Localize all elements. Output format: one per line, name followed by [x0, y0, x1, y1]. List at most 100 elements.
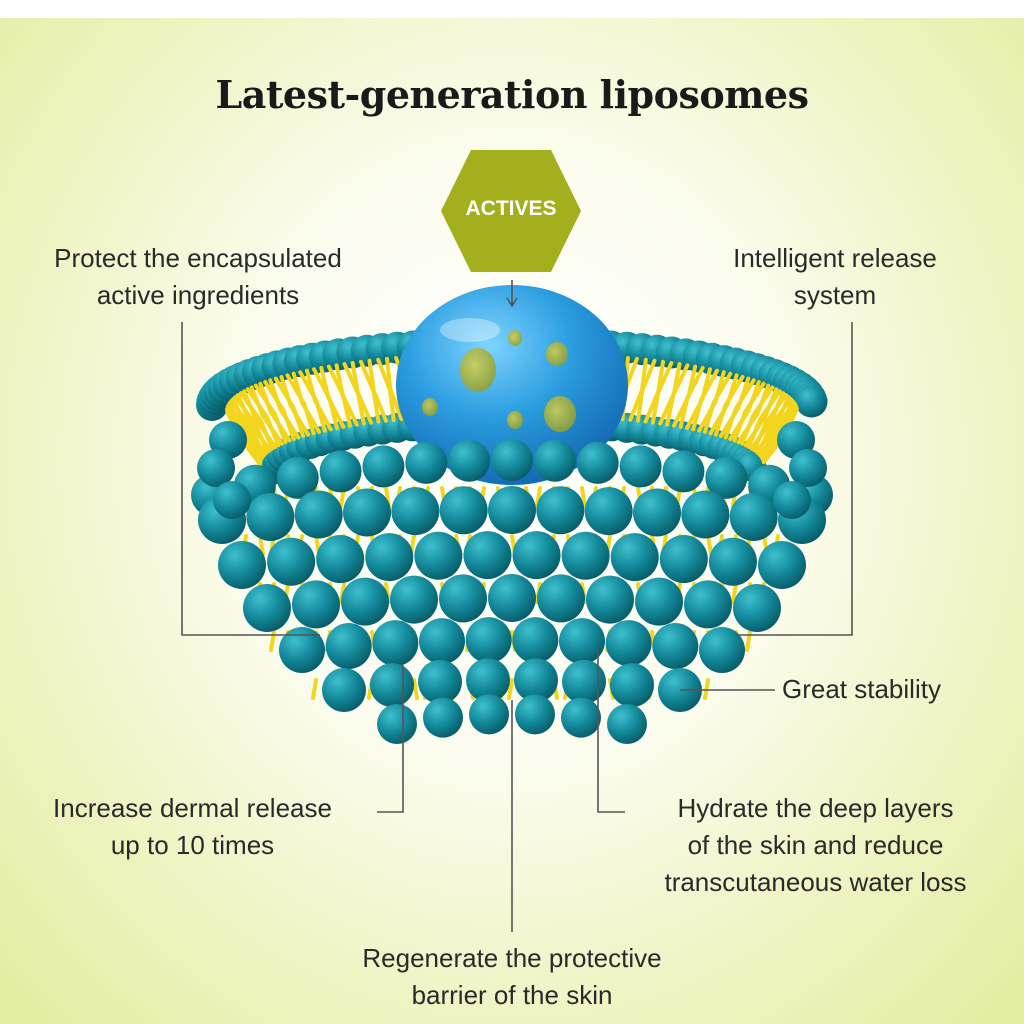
lipid-tail [249, 385, 265, 418]
top-bar [0, 0, 1024, 18]
page-title: Latest-generation liposomes [215, 72, 809, 117]
lipid-head [292, 580, 340, 629]
lipid-tail [385, 356, 393, 391]
lipid-head [607, 704, 647, 744]
lipid-tail [758, 389, 782, 422]
lipid-head [419, 618, 465, 665]
lipid-head [681, 490, 730, 539]
lipid-head [610, 663, 654, 708]
lipid-tail [768, 396, 793, 429]
lipid-head [491, 439, 533, 481]
lipid-tail [752, 420, 769, 453]
lipid-tail [711, 371, 733, 405]
lipid-tail [253, 417, 278, 449]
lipid-head [439, 486, 488, 535]
lipid-head [267, 537, 316, 586]
lipid-tail [764, 393, 788, 425]
lipid-tail [773, 404, 799, 436]
callout-hydrate-line1: Hydrate the deep layers [677, 793, 954, 823]
lipid-tail [771, 400, 797, 432]
lipid-tail [340, 392, 359, 427]
lipid-tail [743, 381, 766, 415]
lipid-tail [247, 420, 272, 453]
actives-label: ACTIVES [465, 197, 557, 220]
callout-release-line2: system [793, 280, 877, 310]
lipid-tail [304, 368, 317, 402]
lipid-head [197, 449, 235, 487]
lipid-tail [650, 390, 661, 425]
lipid-tail [699, 368, 720, 402]
lipid-tail [685, 365, 705, 400]
lipid-head [789, 449, 827, 487]
lipid-head [537, 574, 585, 623]
lipid-head [469, 694, 509, 735]
lipid-tail [656, 360, 674, 395]
lipid-head [488, 574, 536, 622]
lipid-tail [291, 371, 305, 405]
lipid-head [561, 697, 601, 738]
callout-protect-line2: active ingredients [96, 280, 300, 310]
lipid-head [246, 492, 295, 541]
lipid-head [512, 531, 561, 580]
lipid-head [325, 623, 372, 670]
lipid-tail [326, 395, 346, 429]
lipid-tail [713, 403, 728, 437]
lipid-head [515, 694, 555, 735]
lipid-head [795, 385, 828, 418]
lipid-head [391, 487, 440, 536]
lipid-head [708, 537, 757, 586]
lipid-head [705, 456, 748, 499]
lipid-head [586, 575, 634, 624]
lipid-tail [268, 378, 283, 411]
callout-protect-line1: Protect the encapsulated [54, 243, 342, 273]
lipid-tail [236, 393, 252, 425]
lipid-tail [319, 365, 331, 400]
lipid-head [372, 620, 419, 667]
lipid-tail [507, 678, 514, 700]
lipid-tail [691, 397, 704, 432]
lipid-head [463, 531, 512, 580]
callout-hydrate: Hydrate the deep layers of the skin and … [628, 790, 1003, 901]
lipid-tail [388, 386, 404, 422]
lipid-head [562, 659, 606, 704]
arrow-actives [506, 297, 518, 308]
lipid-head [635, 577, 683, 626]
line-release [735, 322, 853, 636]
lipid-tail [732, 410, 748, 443]
lipid-tail [636, 388, 645, 423]
lipid-head [512, 617, 559, 664]
lipid-head [773, 481, 811, 519]
lipid-head [619, 445, 662, 488]
lipid-tail [355, 390, 374, 425]
lipid-head [576, 441, 619, 484]
lipid-tail [759, 427, 776, 460]
lipid-head [243, 584, 291, 632]
lipid-head [559, 618, 605, 665]
lipid-head [466, 658, 510, 703]
lipid-tail [703, 678, 710, 700]
lipid-tail [756, 424, 773, 456]
lipid-head [514, 658, 558, 703]
lipid-head [561, 531, 610, 580]
lipid-tail [412, 678, 419, 700]
lipid-head [213, 481, 251, 519]
lipid-tail [231, 396, 248, 429]
lipid-head [699, 627, 745, 673]
lipid-tail [312, 397, 333, 432]
lipid-tail [640, 358, 657, 393]
lipid-tail [678, 395, 690, 429]
lipid-head [341, 577, 389, 626]
lipid-head [633, 488, 681, 537]
callout-stability: Great stability [782, 674, 941, 704]
callout-dermal-line2: up to 10 times [110, 830, 275, 860]
lipid-head [733, 584, 781, 632]
line-hydrate [597, 650, 625, 813]
lipid-head [684, 580, 732, 629]
lipid-head [405, 441, 448, 484]
lipid-head [390, 575, 438, 624]
callout-dermal-line1: Increase dermal release [53, 793, 332, 823]
lipid-head [362, 445, 405, 488]
lipid-tail [580, 486, 587, 508]
lipid-tail [746, 417, 763, 449]
